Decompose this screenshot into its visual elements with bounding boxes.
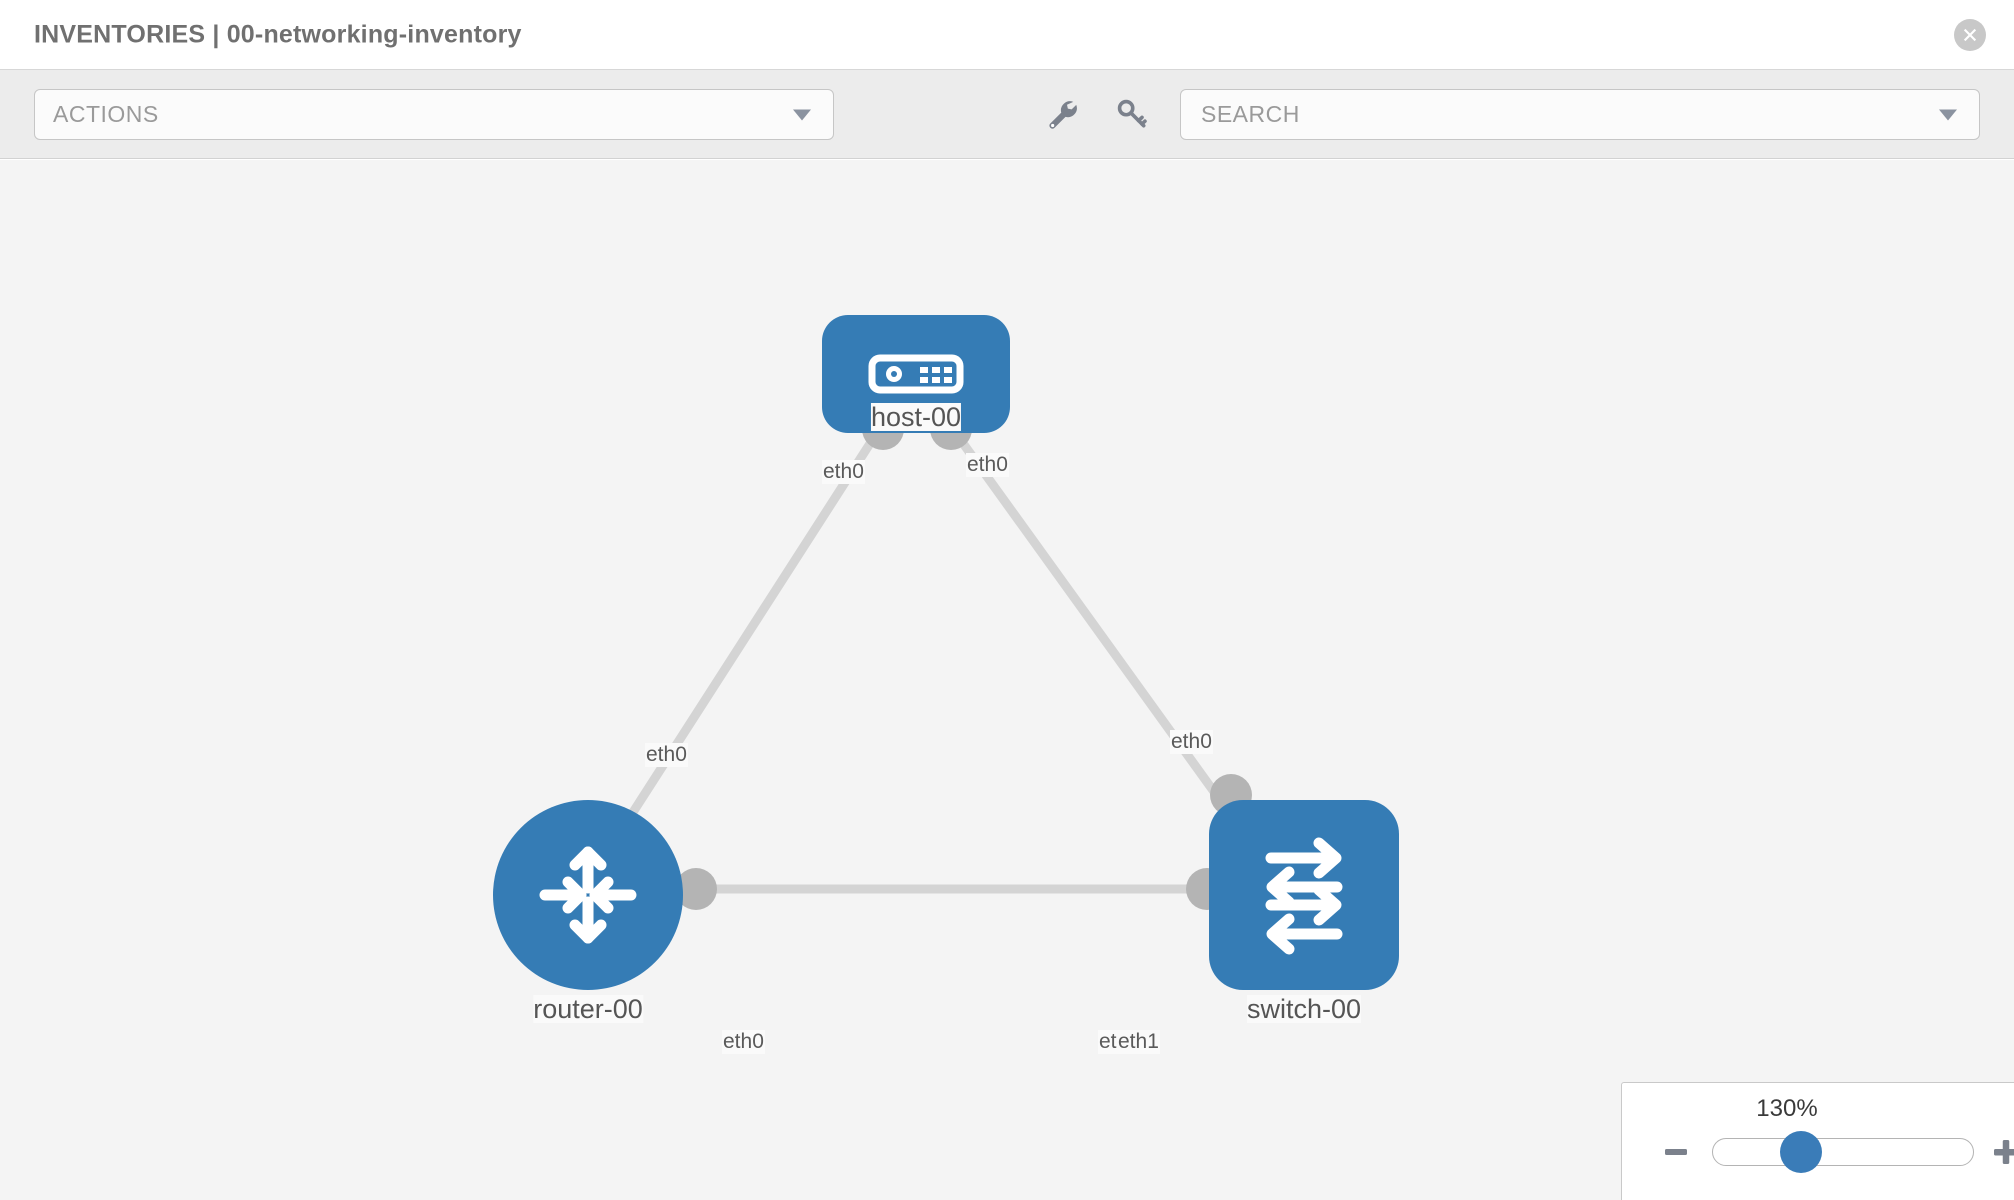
node-router-00[interactable]: router-00 [493, 800, 683, 1023]
chevron-down-icon [793, 109, 811, 120]
toolbar: ACTIONS [0, 70, 2014, 159]
topology-links [606, 425, 1247, 894]
zoom-control-panel: 130% [1621, 1082, 2014, 1200]
plus-icon[interactable] [1989, 1135, 2014, 1169]
search-field[interactable] [1180, 89, 1980, 140]
search-input[interactable] [1199, 100, 1899, 129]
actions-dropdown[interactable]: ACTIONS [34, 89, 834, 140]
node-label-switch-00: switch-00 [1246, 994, 1362, 1024]
actions-dropdown-label: ACTIONS [53, 101, 159, 127]
wrench-icon[interactable] [1040, 92, 1084, 136]
iface-label-router-right: eth0 [722, 1030, 765, 1055]
router-four-arrows-icon [493, 800, 683, 990]
key-icon[interactable] [1110, 92, 1154, 136]
iface-label-router-up: eth0 [645, 743, 688, 768]
node-switch-00[interactable]: switch-00 [1209, 800, 1399, 1023]
topology-canvas[interactable]: host-00 [0, 160, 2014, 1200]
link-host-router [606, 425, 884, 851]
zoom-slider-track[interactable] [1712, 1138, 1974, 1166]
iface-label-host-left: eth0 [822, 460, 865, 485]
node-label-host-00: host-00 [870, 402, 962, 432]
page-header: INVENTORIES | 00-networking-inventory [0, 0, 2014, 70]
node-host-00[interactable]: host-00 [822, 315, 1010, 433]
page-title: INVENTORIES | 00-networking-inventory [34, 20, 522, 48]
chevron-down-icon[interactable] [1939, 109, 1957, 120]
node-label-router-00: router-00 [533, 994, 643, 1024]
iface-label-switch-left: eth1 [1117, 1030, 1160, 1055]
minus-icon[interactable] [1659, 1135, 1693, 1169]
zoom-level-value: 130% [1756, 1095, 1818, 1122]
zoom-slider-thumb[interactable] [1780, 1131, 1822, 1173]
link-host-switch [948, 425, 1247, 835]
switch-arrows-icon [1209, 800, 1399, 990]
close-icon[interactable] [1954, 18, 1986, 51]
iface-label-host-right: eth0 [966, 453, 1009, 478]
iface-label-switch-up: eth0 [1170, 730, 1213, 755]
